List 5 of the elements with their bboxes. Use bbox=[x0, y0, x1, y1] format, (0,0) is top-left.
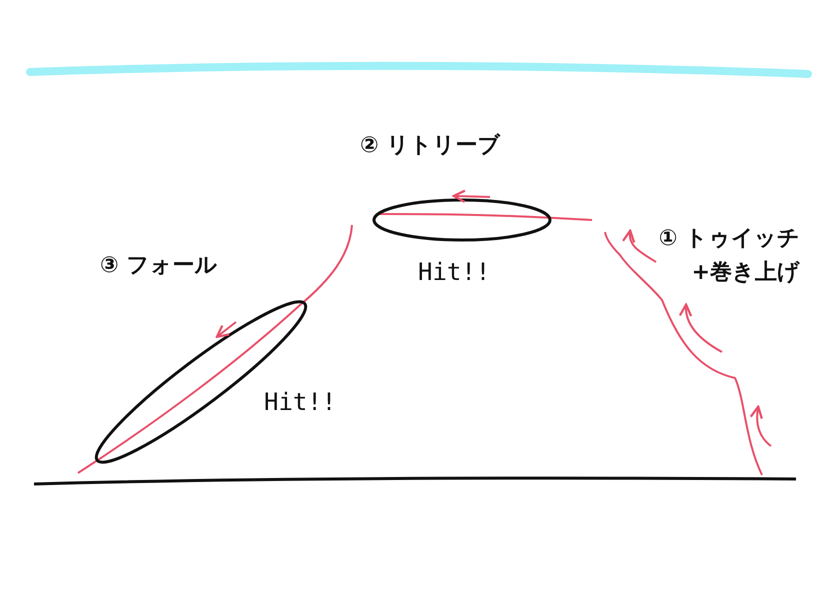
hit-label: Hit!! bbox=[418, 258, 490, 286]
stage-label: ① トゥイッチ +巻き上げ bbox=[658, 225, 800, 287]
hit-label: Hit!! bbox=[264, 388, 336, 416]
stage-label: ② リトリーブ bbox=[360, 132, 500, 160]
stage-label: ③ フォール bbox=[100, 252, 218, 280]
